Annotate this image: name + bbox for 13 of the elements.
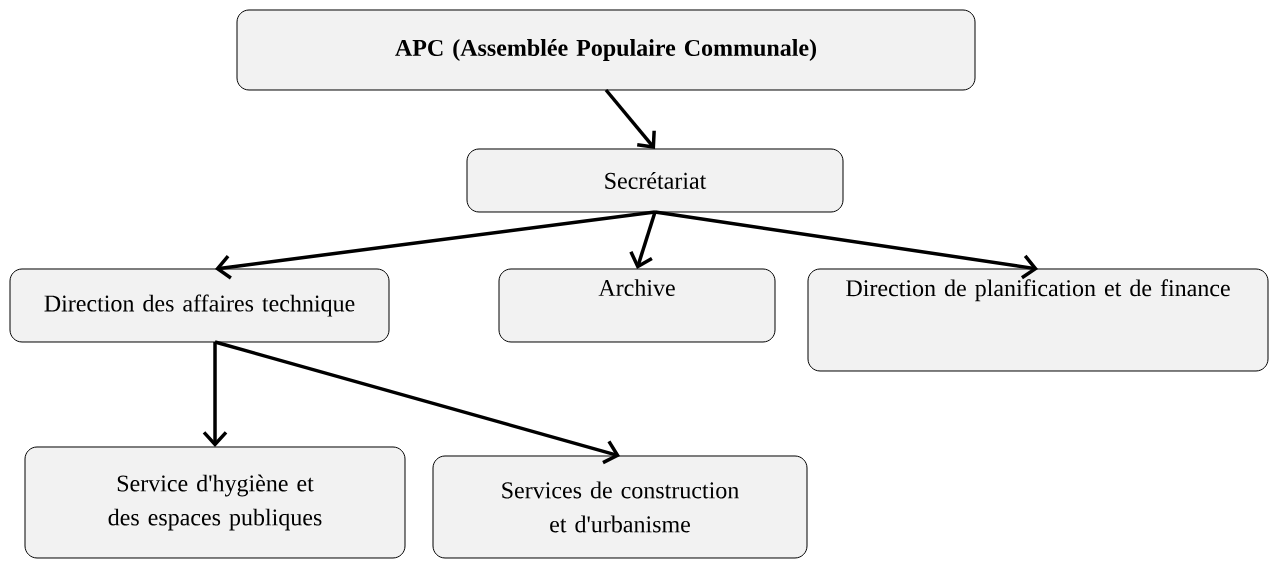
- arrow: [214, 340, 620, 465]
- arrow: [215, 210, 656, 280]
- org-box: Secrétariat: [466, 148, 844, 213]
- org-box: Service d'hygiène et des espaces publiques: [24, 446, 406, 559]
- org-box: Services de construction et d'urbanisme: [432, 455, 808, 559]
- arrow: [202, 342, 228, 447]
- arrow: [629, 211, 657, 269]
- org-box: APC (Assemblée Populaire Communale): [236, 9, 976, 91]
- org-box: Archive: [498, 268, 776, 343]
- org-box: Direction de planification et de finance: [807, 268, 1269, 372]
- arrow: [654, 210, 1038, 280]
- arrow: [604, 88, 656, 149]
- org-box: Direction des affaires technique: [9, 268, 390, 343]
